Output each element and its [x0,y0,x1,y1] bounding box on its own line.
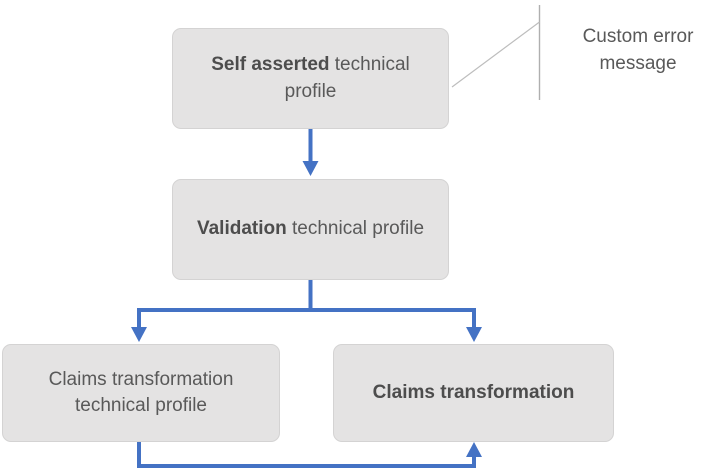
arrow-return-to-claims-transformation [137,442,482,468]
node-claims-transformation[interactable]: Claims transformation [333,344,614,442]
node-self-asserted-technical-profile[interactable]: Self asserted technical profile [172,28,449,129]
node-label: Claims transformation technical profile [13,367,269,419]
callout-leader-line [451,5,541,100]
arrow-self-asserted-to-validation [302,129,319,176]
node-label: Validation technical profile [183,216,438,242]
callout-custom-error-message: Custom error message [582,26,694,74]
node-label-regular: Claims transformation technical profile [48,368,234,416]
node-label-bold: Claims transformation [372,381,575,403]
node-label-bold: Self asserted [211,54,330,76]
node-label: Claims transformation [344,380,603,406]
node-label: Self asserted technical profile [183,52,438,104]
node-label-regular: technical profile [284,54,410,102]
node-claims-transformation-technical-profile[interactable]: Claims transformation technical profile [2,344,280,442]
node-validation-technical-profile[interactable]: Validation technical profile [172,179,449,280]
node-label-regular: technical profile [286,218,425,240]
node-label-bold: Validation [196,218,287,240]
branch-connector-validation [131,280,482,342]
